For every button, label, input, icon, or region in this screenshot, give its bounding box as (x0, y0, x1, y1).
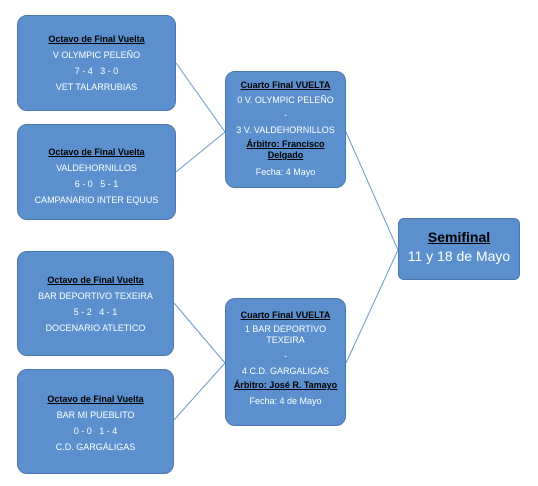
octavo-title: Octavo de Final Vuelta (48, 34, 145, 44)
connector-oct4-qf2 (173, 362, 226, 421)
cuarto-date: Fecha: 4 de Mayo (249, 396, 322, 406)
cuarto-box-2: Cuarto Final VUELTA 1 BAR DEPORTIVO TEXE… (225, 298, 346, 426)
cuarto-team2: 3 V. VALDEHORNILLOS (236, 125, 335, 135)
cuarto-team1: 1 BAR DEPORTIVO TEXEIRA (244, 324, 327, 345)
octavo-box-2: Octavo de Final Vuelta VALDEHORNILLOS 6 … (17, 124, 176, 220)
cuarto-separator: - (284, 110, 287, 120)
cuarto-team2: 4 C.D. GARGALIGAS (241, 366, 330, 376)
octavo-team2: DOCENARIO ATLETICO (45, 323, 146, 333)
octavo-team1: BAR DEPORTIVO TEXEIRA (38, 291, 153, 301)
cuarto-referee: Árbitro: José R. Tamayo (233, 380, 338, 390)
octavo-box-1: Octavo de Final Vuelta V OLYMPIC PELEÑO … (17, 15, 176, 111)
octavo-title: Octavo de Final Vuelta (47, 394, 144, 404)
octavo-team1: BAR MI PUEBLITO (56, 410, 135, 420)
connector-qf1-semi (345, 131, 399, 251)
octavo-team2: C.D. GARGÁLIGAS (55, 442, 136, 452)
octavo-box-4: Octavo de Final Vuelta BAR MI PUEBLITO 0… (17, 369, 174, 474)
cuarto-referee: Árbitro: Francisco Delgado (246, 139, 325, 160)
connector-oct3-qf2 (173, 302, 226, 364)
octavo-score: 6 - 0 5 - 1 (74, 179, 119, 189)
octavo-title: Octavo de Final Vuelta (47, 275, 144, 285)
octavo-team1: VALDEHORNILLOS (56, 163, 137, 173)
cuarto-title: Cuarto Final VUELTA (240, 80, 331, 90)
semifinal-box: Semifinal 11 y 18 de Mayo (398, 218, 520, 280)
octavo-score: 0 - 0 1 - 4 (73, 426, 118, 436)
semifinal-title: Semifinal (427, 229, 491, 245)
cuarto-box-1: Cuarto Final VUELTA 0 V. OLYMPIC PELEÑO … (225, 71, 346, 188)
octavo-team2: VET TALARRUBIAS (55, 82, 138, 92)
octavo-title: Octavo de Final Vuelta (48, 147, 145, 157)
octavo-team2: CAMPANARIO INTER EQUUS (34, 195, 159, 205)
cuarto-title: Cuarto Final VUELTA (240, 310, 331, 320)
connector-oct2-qf1 (175, 131, 226, 173)
octavo-score: 5 - 2 4 - 1 (73, 307, 118, 317)
cuarto-date: Fecha: 4 Mayo (255, 167, 316, 177)
cuarto-separator: - (284, 351, 287, 361)
connector-qf2-semi (345, 249, 399, 364)
semifinal-dates: 11 y 18 de Mayo (407, 248, 511, 264)
connector-oct1-qf1 (175, 62, 226, 133)
octavo-team1: V OLYMPIC PELEÑO (52, 50, 141, 60)
cuarto-team1: 0 V. OLYMPIC PELEÑO (237, 95, 334, 105)
octavo-score: 7 - 4 3 - 0 (74, 66, 119, 76)
octavo-box-3: Octavo de Final Vuelta BAR DEPORTIVO TEX… (17, 251, 174, 356)
